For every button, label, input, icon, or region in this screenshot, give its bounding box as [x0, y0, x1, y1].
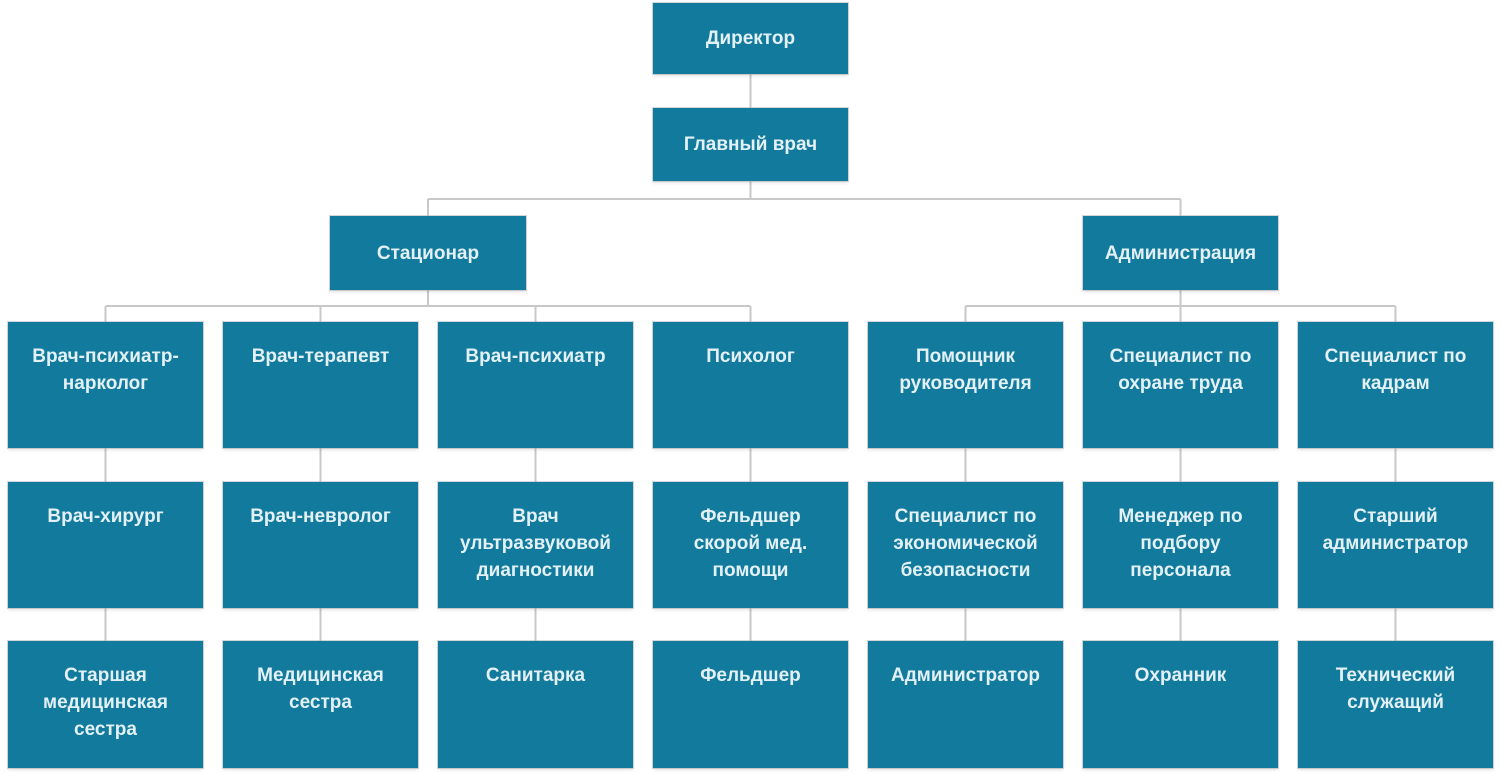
node-surgeon: Врач-хирург	[8, 482, 203, 608]
node-ultrasound-doctor: Врач ультразвуковой диагностики	[438, 482, 633, 608]
node-director: Директор	[653, 3, 848, 74]
node-therapist: Врач-терапевт	[223, 322, 418, 448]
node-economic-security-specialist: Специалист по экономической безопасности	[868, 482, 1063, 608]
node-orderly: Санитарка	[438, 641, 633, 768]
node-labor-safety-specialist: Специалист по охране труда	[1083, 322, 1278, 448]
node-ambulance-paramedic: Фельдшер скорой мед. помощи	[653, 482, 848, 608]
node-psychologist: Психолог	[653, 322, 848, 448]
node-administrator: Администратор	[868, 641, 1063, 768]
node-psychiatrist-narcologist: Врач-психиатр-нарколог	[8, 322, 203, 448]
node-technical-worker: Технический служащий	[1298, 641, 1493, 768]
node-inpatient: Стационар	[330, 216, 526, 290]
node-assistant-to-manager: Помощник руководителя	[868, 322, 1063, 448]
node-administration: Администрация	[1083, 216, 1278, 290]
node-paramedic: Фельдшер	[653, 641, 848, 768]
node-psychiatrist: Врач-психиатр	[438, 322, 633, 448]
node-senior-administrator: Старший администратор	[1298, 482, 1493, 608]
node-security-guard: Охранник	[1083, 641, 1278, 768]
node-chief-physician: Главный врач	[653, 108, 848, 181]
node-hr-specialist: Специалист по кадрам	[1298, 322, 1493, 448]
node-recruiting-manager: Менеджер по подбору персонала	[1083, 482, 1278, 608]
node-nurse: Медицинская сестра	[223, 641, 418, 768]
node-neurologist: Врач-невролог	[223, 482, 418, 608]
node-head-nurse: Старшая медицинская сестра	[8, 641, 203, 768]
